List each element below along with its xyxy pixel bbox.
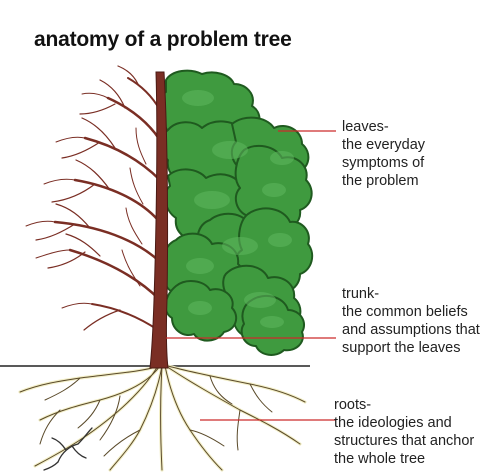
tree-branches [26, 66, 160, 330]
leaves-label: leaves- the everyday symptoms of the pro… [342, 118, 425, 190]
roots-label: roots- the ideologies and structures tha… [334, 396, 474, 468]
lizard-icon [44, 428, 92, 470]
tree-trunk [150, 72, 168, 368]
tree-foliage [159, 71, 312, 355]
trunk-label: trunk- the common beliefs and assumption… [342, 285, 480, 357]
